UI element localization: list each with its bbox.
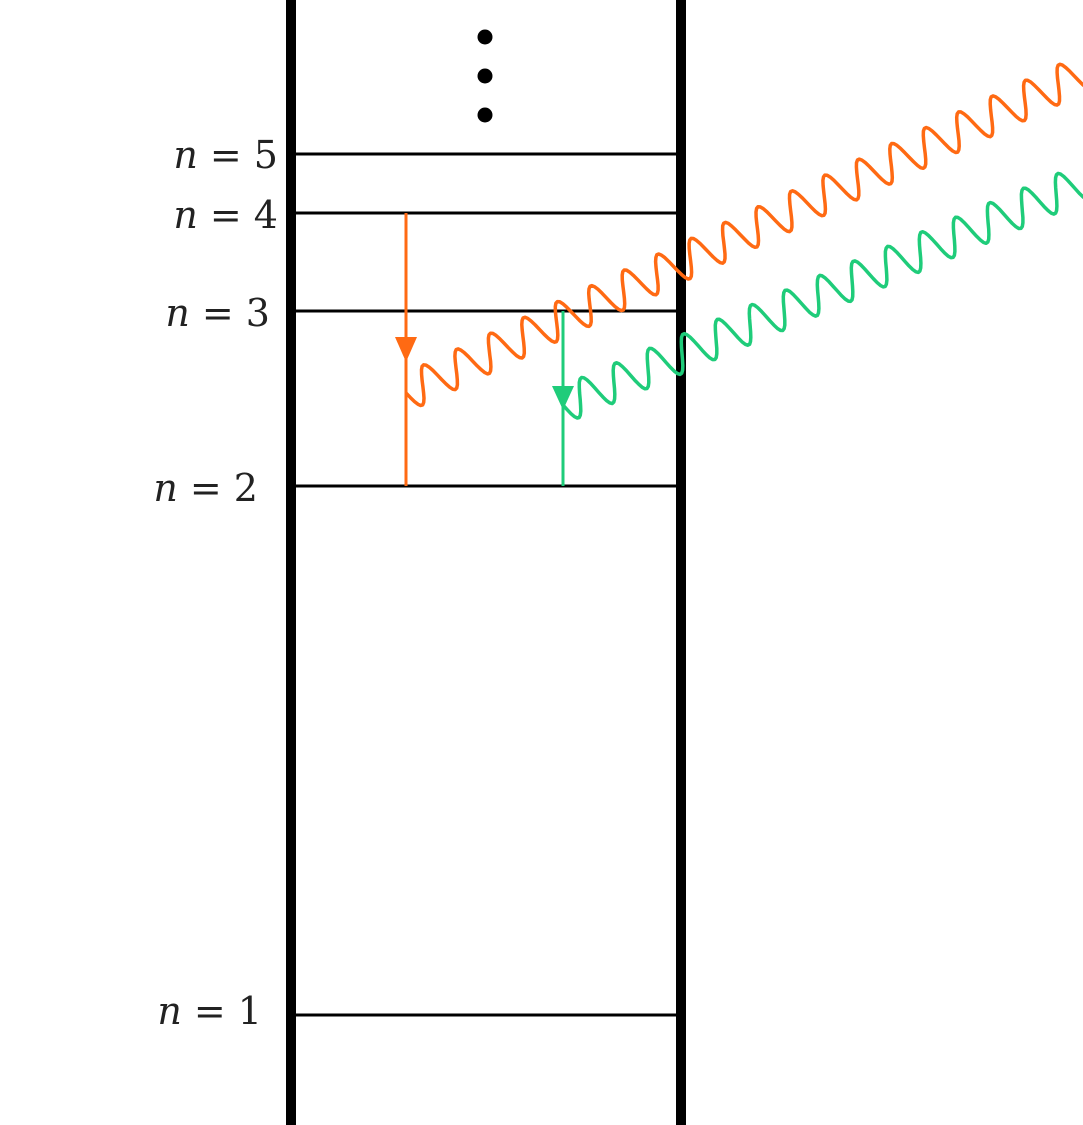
continuation-dots [477,29,493,123]
green-arrowhead [552,386,574,410]
level-label-n3: n = 3 [165,291,270,335]
level-label-n4: n = 4 [173,193,278,237]
energy-levels [296,152,676,1017]
dot-3 [477,107,493,123]
orange-photon-wave [404,62,1083,408]
level-label-n1: n = 1 [157,989,262,1033]
dot-2 [477,68,493,84]
level-label-n5: n = 5 [173,133,278,177]
orange-arrowhead [395,337,417,362]
green-photon-wave [561,171,1083,420]
transition-green [552,171,1083,486]
level-label-n2: n = 2 [153,466,258,510]
transition-orange [395,62,1083,486]
level-labels: n = 5 n = 4 n = 3 n = 2 n = 1 [153,133,278,1033]
dot-1 [477,29,493,45]
